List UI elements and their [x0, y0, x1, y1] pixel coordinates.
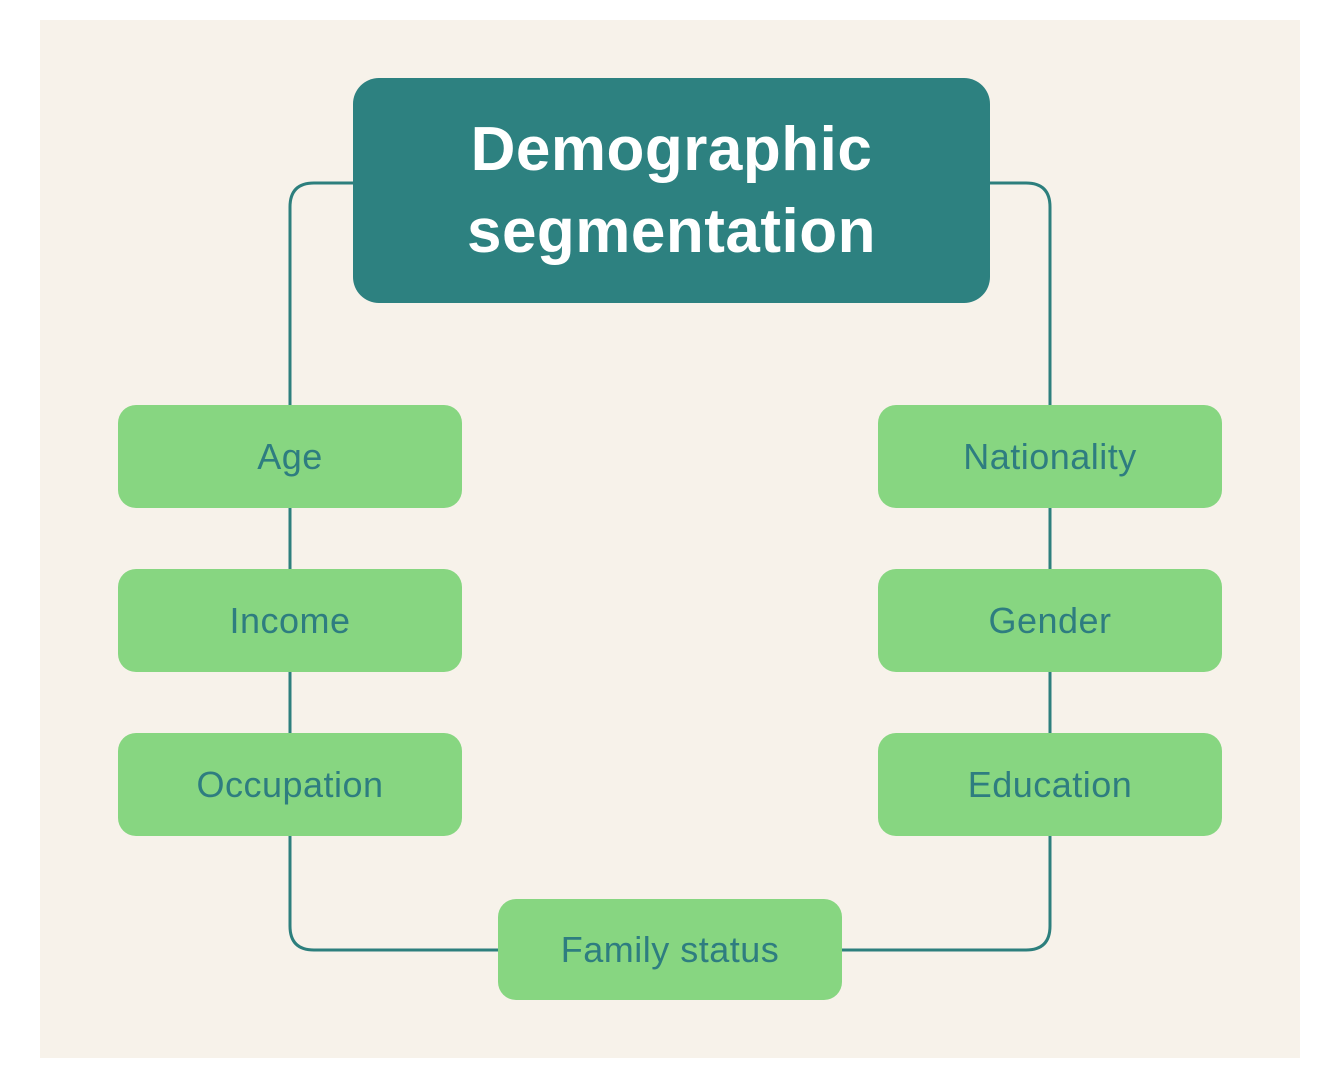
node-gender: Gender: [878, 569, 1222, 672]
connector-right: [842, 181, 1052, 952]
title-node: Demographic segmentation: [353, 78, 990, 303]
connector-left: [288, 181, 498, 952]
node-label: Nationality: [963, 435, 1137, 477]
diagram-title: Demographic segmentation: [466, 114, 877, 266]
node-income: Income: [118, 569, 462, 672]
node-label: Income: [229, 599, 351, 641]
node-label: Age: [257, 435, 323, 477]
node-education: Education: [878, 733, 1222, 836]
node-label: Occupation: [196, 763, 384, 805]
node-occupation: Occupation: [118, 733, 462, 836]
node-age: Age: [118, 405, 462, 508]
node-family-status: Family status: [498, 899, 842, 1000]
node-label: Education: [967, 763, 1133, 805]
node-nationality: Nationality: [878, 405, 1222, 508]
node-label: Gender: [988, 599, 1112, 641]
node-label: Family status: [560, 928, 780, 970]
